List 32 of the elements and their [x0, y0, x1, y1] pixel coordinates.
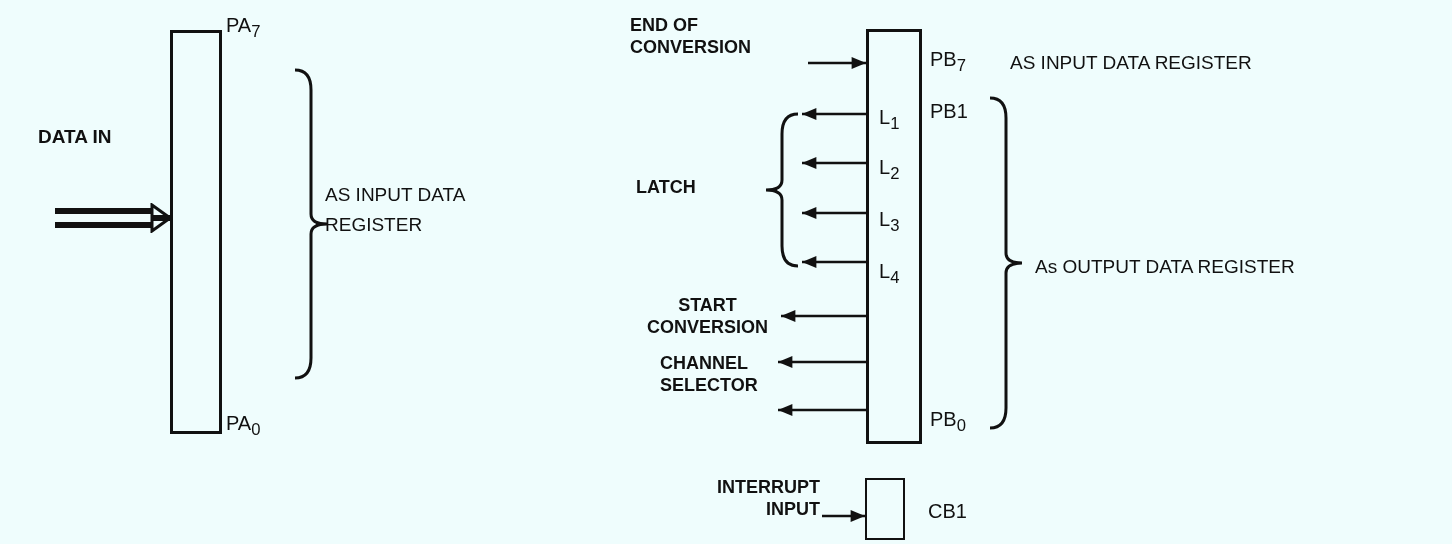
register-label: AS INPUT DATA REGISTER	[1010, 51, 1253, 75]
pin-label: PA$_{7}$	[226, 14, 261, 43]
signal-label: CHANNEL SELECTOR	[660, 352, 772, 396]
port-register-bar	[170, 30, 222, 434]
pin-label: L$_{2}$	[879, 156, 900, 185]
signal-label: LATCH	[636, 176, 696, 198]
arrow	[802, 108, 866, 120]
arrow	[52, 203, 173, 233]
signal-label: START CONVERSION	[640, 294, 775, 338]
arrow	[778, 356, 866, 368]
pin-label: PB$_{0}$	[930, 408, 966, 437]
port-register-bar	[866, 29, 922, 444]
register-label: AS INPUT DATA REGISTER	[325, 183, 465, 237]
register-box	[865, 478, 905, 540]
pin-label: L$_{4}$	[879, 260, 900, 289]
pin-label: L$_{3}$	[879, 208, 900, 237]
pin-label: PA$_{0}$	[226, 412, 261, 441]
signal-label: INTERRUPT INPUT	[680, 476, 820, 520]
register-label: DATA IN	[38, 125, 113, 149]
signal-label: END OF CONVERSION	[630, 14, 780, 58]
register-label: As OUTPUT DATA REGISTER	[1035, 255, 1296, 279]
pin-label: PB$_{7}$	[930, 48, 966, 77]
arrow	[808, 57, 866, 69]
pin-label: PB1	[930, 100, 968, 122]
pin-label: L$_{1}$	[879, 106, 900, 135]
pin-label: CB1	[928, 500, 967, 522]
arrow	[822, 510, 865, 522]
arrow	[802, 157, 866, 169]
arrow	[802, 207, 866, 219]
arrow	[802, 256, 866, 268]
arrow	[778, 404, 866, 416]
arrow	[781, 310, 866, 322]
